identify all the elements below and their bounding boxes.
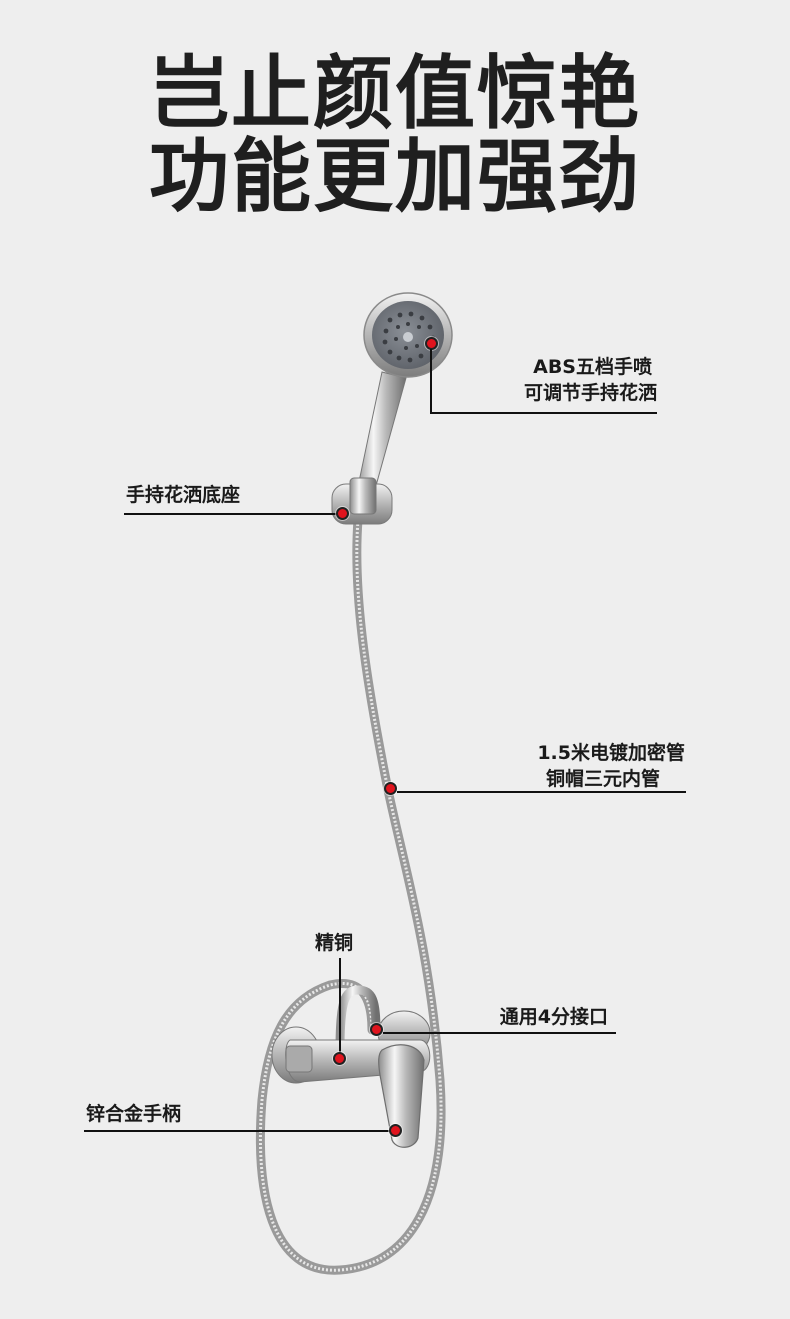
label-hose-line-2: 铜帽三元内管 bbox=[545, 768, 660, 790]
marker-hose bbox=[384, 782, 397, 795]
leader-line-handle bbox=[84, 1130, 390, 1132]
label-hose-line-1: 1.5米电镀加密管 bbox=[537, 742, 685, 764]
leader-line-connector bbox=[383, 1032, 616, 1034]
marker-holder-base bbox=[336, 507, 349, 520]
marker-connector bbox=[370, 1023, 383, 1036]
headline-line-2: 功能更加强劲 bbox=[149, 130, 641, 223]
brass-pipe-icon bbox=[335, 985, 381, 1055]
lever-handle-icon bbox=[378, 1044, 425, 1148]
label-shower-head-line-2: 可调节手持花洒 bbox=[523, 382, 657, 404]
leader-line-shower-head-h bbox=[430, 412, 657, 414]
hose-icon bbox=[255, 515, 446, 1275]
leader-line-hose bbox=[397, 791, 686, 793]
marker-handle bbox=[389, 1124, 402, 1137]
label-connector: 通用4分接口 bbox=[499, 1006, 608, 1028]
label-brass: 精铜 bbox=[315, 932, 354, 954]
marker-brass bbox=[333, 1052, 346, 1065]
label-holder-base: 手持花洒底座 bbox=[126, 484, 241, 506]
label-shower-head-line-1: ABS五档手喷 bbox=[533, 356, 652, 378]
leader-line-brass bbox=[339, 958, 341, 1054]
leader-line-holder-base bbox=[124, 513, 340, 515]
headline-line-1: 岂止颜值惊艳 bbox=[149, 47, 641, 140]
leader-line-shower-head bbox=[430, 349, 432, 413]
label-handle: 锌合金手柄 bbox=[86, 1103, 182, 1125]
